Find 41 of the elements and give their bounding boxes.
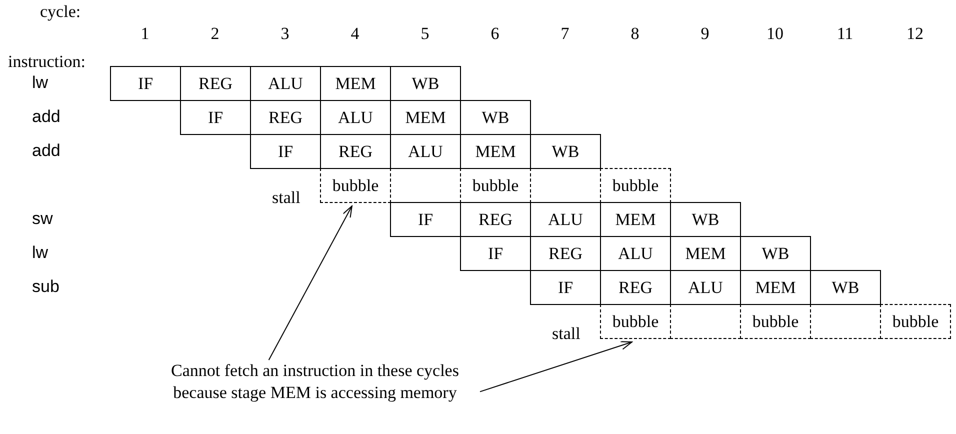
cycle-number: 8	[630, 24, 640, 44]
leader-arrow	[268, 206, 352, 360]
pipeline-stage-box: IF	[250, 134, 321, 169]
pipeline-stage-box: WB	[740, 236, 811, 271]
pipeline-stage-box: WB	[530, 134, 601, 169]
pipeline-stage-box: IF	[390, 202, 461, 237]
instruction-name: lw	[32, 243, 48, 263]
cycle-heading: cycle:	[40, 2, 81, 22]
bubble-box: bubble	[600, 168, 671, 203]
instruction-name: lw	[32, 73, 48, 93]
cycle-number: 4	[350, 24, 360, 44]
instruction-name: sub	[32, 277, 60, 297]
instruction-heading: instruction:	[8, 52, 86, 72]
pipeline-stage-box: IF	[180, 100, 251, 135]
pipeline-stage-box: WB	[670, 202, 741, 237]
cycle-number: 11	[836, 24, 854, 44]
cycle-number: 6	[490, 24, 500, 44]
bubble-box: bubble	[600, 304, 671, 339]
instruction-name: sw	[32, 209, 53, 229]
cycle-number: 7	[560, 24, 570, 44]
pipeline-stage-box: IF	[460, 236, 531, 271]
instruction-name: add	[32, 141, 60, 161]
pipeline-stage-box: WB	[460, 100, 531, 135]
instruction-name: add	[32, 107, 60, 127]
stall-label: stall	[272, 188, 300, 208]
cycle-number: 9	[700, 24, 710, 44]
pipeline-stage-box: IF	[530, 270, 601, 305]
leader-arrow	[480, 341, 632, 392]
pipeline-stage-box: WB	[810, 270, 881, 305]
cycle-number: 1	[140, 24, 150, 44]
bubble-box: bubble	[320, 168, 391, 203]
pipeline-stage-box: WB	[390, 66, 461, 101]
cycle-number: 12	[906, 24, 924, 44]
stall-label: stall	[552, 324, 580, 344]
annotation-text: Cannot fetch an instruction in these cycles because stage MEM is accessing memory	[150, 360, 480, 404]
cycle-number: 2	[210, 24, 220, 44]
pipeline-stage-box: IF	[110, 66, 181, 101]
cycle-number: 5	[420, 24, 430, 44]
cycle-number: 10	[766, 24, 784, 44]
bubble-box: bubble	[880, 304, 951, 339]
cycle-number: 3	[280, 24, 290, 44]
